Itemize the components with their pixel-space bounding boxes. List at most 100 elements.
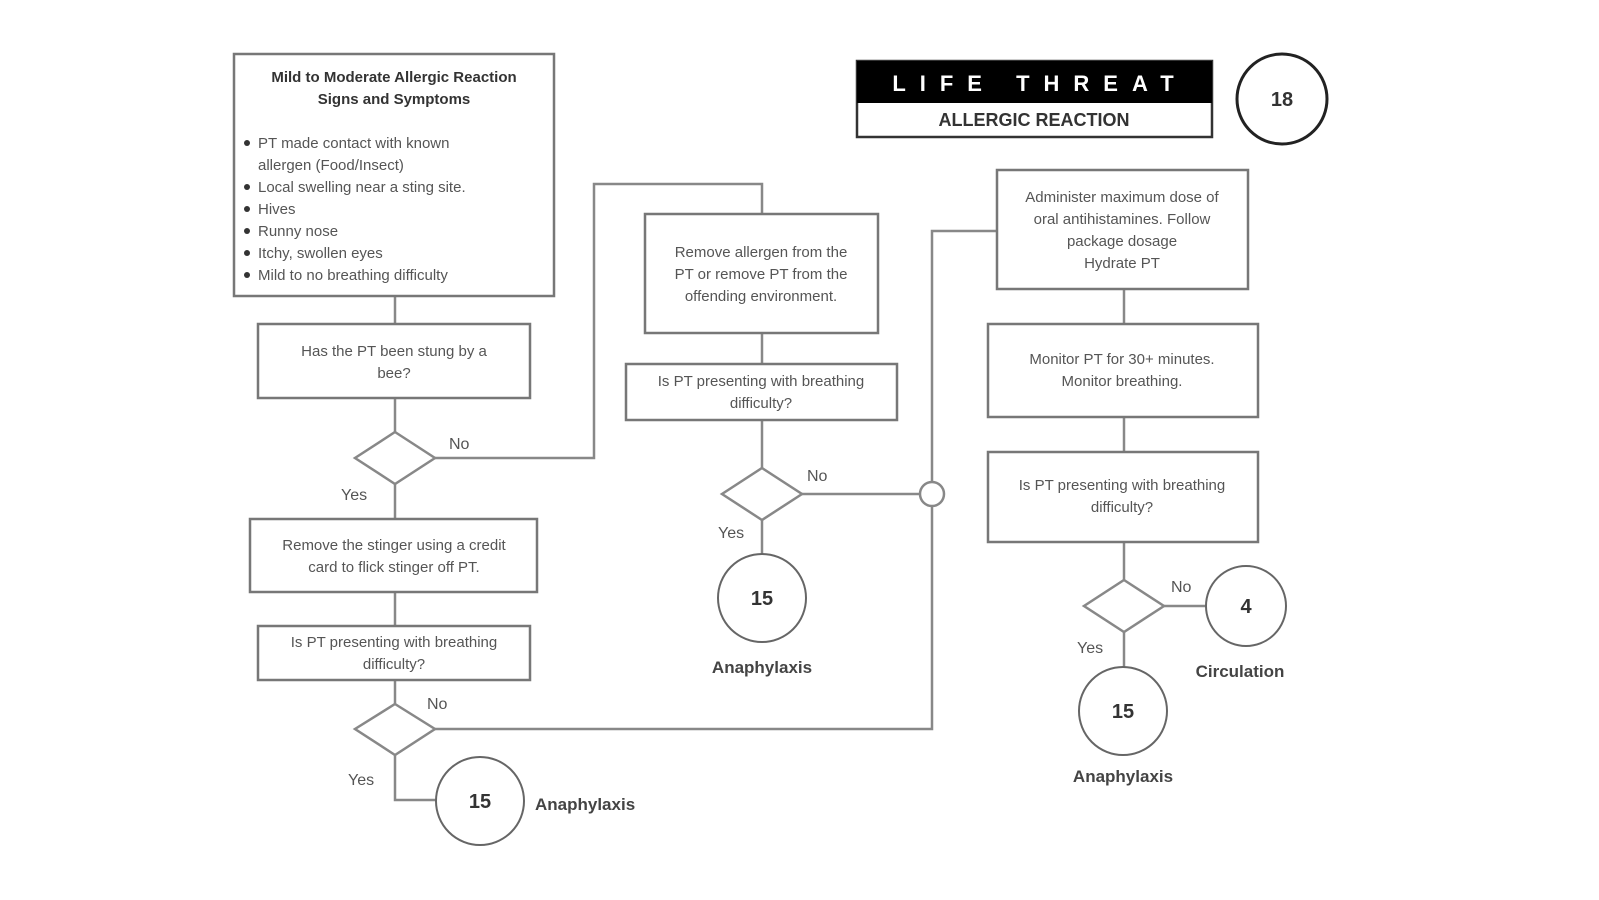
node-breathing-question-3: Is PT presenting with breathing difficult…	[986, 450, 1260, 544]
node-stung-question: Has the PT been stung by a bee?	[256, 322, 532, 400]
reference-circulation[interactable]: 4 Circulation	[1196, 565, 1287, 681]
node-text: Remove the stinger using a credit card to…	[282, 537, 506, 576]
symptom-list: PT made contact with known allergen (Food…	[244, 135, 466, 284]
label-yes: Yes	[1077, 640, 1103, 657]
action-box	[995, 168, 1250, 291]
reference-label: Circulation	[1196, 662, 1285, 681]
label-yes: Yes	[348, 772, 374, 789]
reference-label: Anaphylaxis	[712, 658, 812, 677]
symptoms-subtitle: Signs and Symptoms	[318, 91, 471, 108]
decision-diamond-breathing-2	[719, 466, 805, 522]
reference-number: 15	[469, 791, 491, 813]
label-no: No	[449, 436, 470, 453]
symptom-item: Mild to no breathing difficulty	[258, 267, 448, 284]
node-breathing-question-2: Is PT presenting with breathing difficult…	[624, 362, 899, 422]
label-no: No	[1171, 579, 1192, 596]
action-box	[986, 322, 1260, 419]
node-text: Is PT presenting with breathing difficult…	[291, 634, 498, 673]
symptom-item: PT made contact with known	[258, 135, 449, 152]
node-remove-stinger: Remove the stinger using a credit card to…	[248, 517, 539, 594]
symptoms-title: Mild to Moderate Allergic Reaction	[271, 69, 516, 86]
banner-black-bar	[857, 61, 1212, 103]
node-text-line: Is PT presenting with breathing	[1019, 477, 1226, 494]
node-text-line: PT or remove PT from the	[675, 266, 848, 283]
header-banner: LIFE THREAT ALLERGIC REACTION	[855, 59, 1214, 139]
protocol-number: 18	[1271, 89, 1293, 111]
symptoms-frame	[232, 52, 556, 298]
reference-number: 15	[751, 588, 773, 610]
node-text: Is PT presenting with breathing difficult…	[1019, 477, 1226, 516]
bullet-icon	[244, 206, 250, 212]
banner-subtitle: ALLERGIC REACTION	[939, 110, 1130, 130]
node-text: Has the PT been stung by a bee?	[301, 343, 487, 382]
node-text: Remove allergen from the PT or remove PT …	[675, 244, 848, 305]
node-antihistamines: Administer maximum dose of oral antihista…	[995, 168, 1250, 291]
reference-circle[interactable]	[435, 756, 525, 846]
node-text-line: oral antihistamines. Follow	[1034, 211, 1211, 228]
node-text: Monitor PT for 30+ minutes. Monitor breat…	[1029, 351, 1214, 390]
junction-connector	[918, 480, 946, 508]
node-text-line: offending environment.	[685, 288, 837, 305]
node-text-line: difficulty?	[363, 656, 425, 673]
question-box	[986, 450, 1260, 544]
node-remove-allergen: Remove allergen from the PT or remove PT …	[643, 212, 880, 335]
node-breathing-question-1: Is PT presenting with breathing difficult…	[256, 624, 532, 682]
node-text-line: Administer maximum dose of	[1025, 189, 1219, 206]
node-text-line: bee?	[377, 365, 410, 382]
connector-yes-branch	[393, 755, 437, 802]
reference-anaphylaxis-3[interactable]: 15 Anaphylaxis	[1073, 666, 1173, 786]
symptom-item: allergen (Food/Insect)	[258, 157, 404, 174]
label-yes: Yes	[341, 487, 367, 504]
protocol-number-badge: 18	[1235, 52, 1329, 146]
banner-title: LIFE THREAT	[892, 71, 1187, 96]
connector-no-branch	[435, 506, 934, 731]
node-text-line: difficulty?	[1091, 499, 1153, 516]
label-no: No	[807, 468, 828, 485]
node-text-line: Monitor PT for 30+ minutes.	[1029, 351, 1214, 368]
node-text-line: Has the PT been stung by a	[301, 343, 487, 360]
action-box	[248, 517, 539, 594]
question-box	[256, 322, 532, 400]
question-box	[624, 362, 899, 422]
symptoms-box: Mild to Moderate Allergic Reaction Signs…	[232, 52, 556, 298]
bullet-icon	[244, 184, 250, 190]
reference-label: Anaphylaxis	[535, 795, 635, 814]
decision-diamond-breathing-3	[1081, 578, 1167, 634]
label-yes: Yes	[718, 525, 744, 542]
reference-circle[interactable]	[1078, 666, 1168, 756]
node-text-line: Remove allergen from the	[675, 244, 848, 261]
protocol-circle	[1235, 52, 1329, 146]
node-text-line: Remove the stinger using a credit	[282, 537, 506, 554]
node-text-line: Is PT presenting with breathing	[291, 634, 498, 651]
reference-number: 4	[1240, 596, 1252, 618]
reference-number: 15	[1112, 701, 1134, 723]
node-text-line: card to flick stinger off PT.	[308, 559, 479, 576]
node-text: Is PT presenting with breathing difficult…	[658, 373, 865, 412]
question-box	[256, 624, 532, 682]
symptom-item: Itchy, swollen eyes	[258, 245, 383, 262]
decision-diamond-breathing-1	[352, 702, 438, 757]
node-text-line: Is PT presenting with breathing	[658, 373, 865, 390]
node-text-line: Monitor breathing.	[1062, 373, 1183, 390]
reference-anaphylaxis-1[interactable]: 15 Anaphylaxis	[435, 756, 635, 846]
label-no: No	[427, 696, 448, 713]
symptom-item: Runny nose	[258, 223, 338, 240]
decision-diamond-stung	[352, 430, 438, 486]
action-box	[643, 212, 880, 335]
symptom-item: Local swelling near a sting site.	[258, 179, 466, 196]
symptom-item: Hives	[258, 201, 296, 218]
bullet-icon	[244, 250, 250, 256]
reference-anaphylaxis-2[interactable]: 15 Anaphylaxis	[712, 553, 812, 677]
node-text: Administer maximum dose of oral antihista…	[1025, 189, 1219, 272]
reference-circle[interactable]	[1205, 565, 1287, 647]
connectors	[393, 182, 1206, 802]
bullet-icon	[244, 272, 250, 278]
connector-no-branch	[435, 182, 764, 460]
node-text-line: Hydrate PT	[1084, 255, 1160, 272]
connector	[930, 229, 997, 482]
node-text-line: difficulty?	[730, 395, 792, 412]
node-monitor: Monitor PT for 30+ minutes. Monitor breat…	[986, 322, 1260, 419]
reference-circle[interactable]	[717, 553, 807, 643]
reference-label: Anaphylaxis	[1073, 767, 1173, 786]
